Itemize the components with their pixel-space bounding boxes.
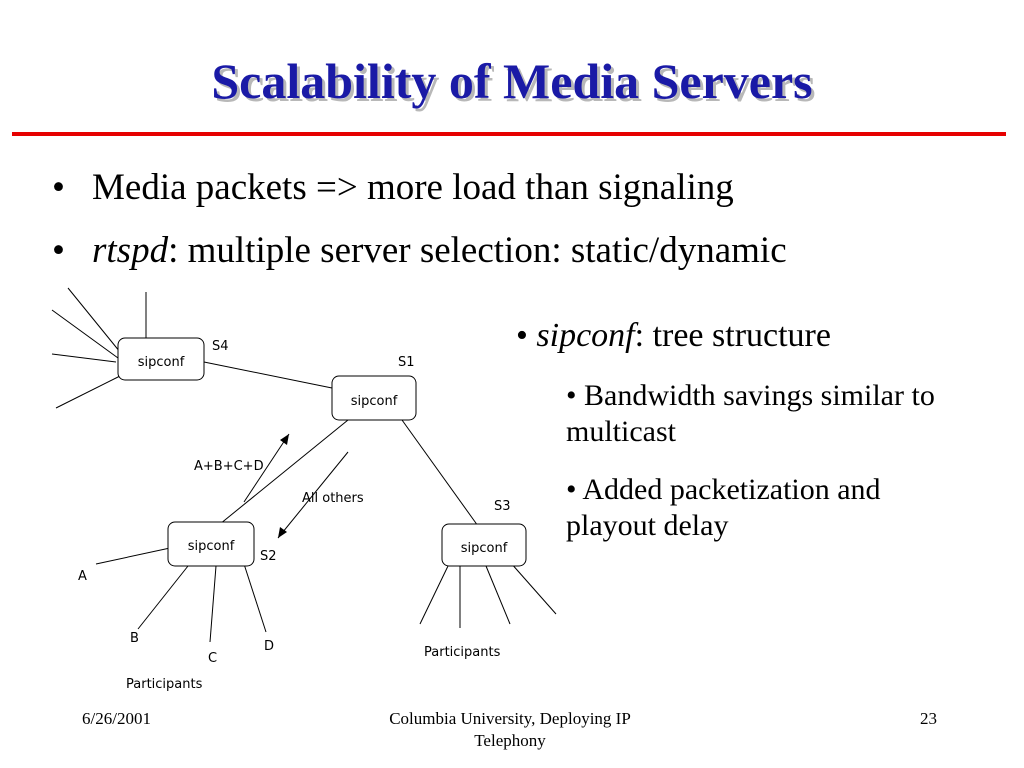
node-box-text: sipconf: [351, 394, 398, 409]
node-label-s4: S4: [212, 339, 229, 354]
leaf-label-a: A: [78, 569, 87, 584]
footer-date: 6/26/2001: [82, 709, 151, 728]
node-label-s1: S1: [398, 355, 415, 370]
bullet-dot: •: [52, 230, 65, 271]
slide-title: Scalability of Media Servers: [211, 53, 813, 109]
node-s4-box: [117, 337, 205, 381]
sipconf-emphasis: sipconf: [536, 317, 635, 354]
leaf-line-d: [243, 563, 267, 633]
node-label-s3: S3: [494, 499, 511, 514]
link-s1-s2: [219, 419, 349, 525]
bullet-dot: •: [52, 167, 65, 208]
node-s2-box: [167, 521, 255, 567]
arrow-down-head: [278, 527, 287, 538]
bullet-dot: •: [516, 317, 537, 354]
sipconf-bullet: • sipconf: tree structure: [516, 316, 1016, 356]
arrow-down-line: [277, 451, 349, 539]
participants-label-right: Participants: [424, 645, 501, 660]
spoke-line: [67, 287, 121, 353]
node-s1-box: [331, 375, 417, 421]
link-s1-s3: [401, 419, 479, 527]
bullet-emphasis: rtspd: [92, 230, 169, 271]
footer-source: Columbia University, Deploying IP Teleph…: [389, 709, 631, 750]
leaf-line-a: [95, 547, 171, 565]
leaf-line-b: [137, 565, 189, 630]
sipconf-tree-diagram: sipconf sipconf sipconf sipconf S4 S1 S2…: [51, 287, 557, 692]
arrow-up-label: A+B+C+D: [194, 459, 264, 474]
leaf-line: [485, 565, 511, 625]
node-box-text: sipconf: [188, 539, 235, 554]
node-box-text: sipconf: [138, 355, 185, 370]
node-label-s2: S2: [260, 549, 277, 564]
sipconf-text: : tree structure: [634, 317, 831, 354]
bullet-text: Media packets => more load than signalin…: [92, 167, 734, 208]
leaf-label-d: D: [264, 639, 274, 654]
sipconf-notes: • sipconf: tree structure • Bandwidth sa…: [516, 316, 1016, 544]
leaf-line: [419, 565, 449, 625]
arrow-down-label: All others: [302, 491, 364, 506]
spoke-line: [51, 309, 119, 359]
bullet-item: • Media packets => more load than signali…: [52, 166, 787, 210]
leaf-label-b: B: [130, 631, 139, 646]
link-s4-s1: [203, 361, 333, 389]
bullet-item: • rtspd: multiple server selection: stati…: [52, 229, 787, 273]
leaf-line: [509, 561, 557, 615]
spoke-line: [55, 375, 121, 409]
leaf-line-c: [209, 565, 217, 643]
title-divider: [12, 132, 1006, 136]
node-box-text: sipconf: [461, 541, 508, 556]
participants-label-left: Participants: [126, 677, 203, 692]
sub-bullet: • Bandwidth savings similar to multicast: [566, 379, 935, 448]
sub-bullet: • Added packetization and playout delay: [566, 473, 881, 542]
spoke-line: [51, 353, 117, 363]
arrow-up-head: [280, 434, 289, 445]
bullet-list: • Media packets => more load than signali…: [52, 166, 787, 292]
node-s3-box: [441, 523, 527, 567]
arrow-up-line: [243, 433, 290, 503]
page-number: 23: [920, 709, 937, 728]
bullet-text: : multiple server selection: static/dyna…: [168, 230, 787, 271]
leaf-label-c: C: [208, 651, 217, 666]
